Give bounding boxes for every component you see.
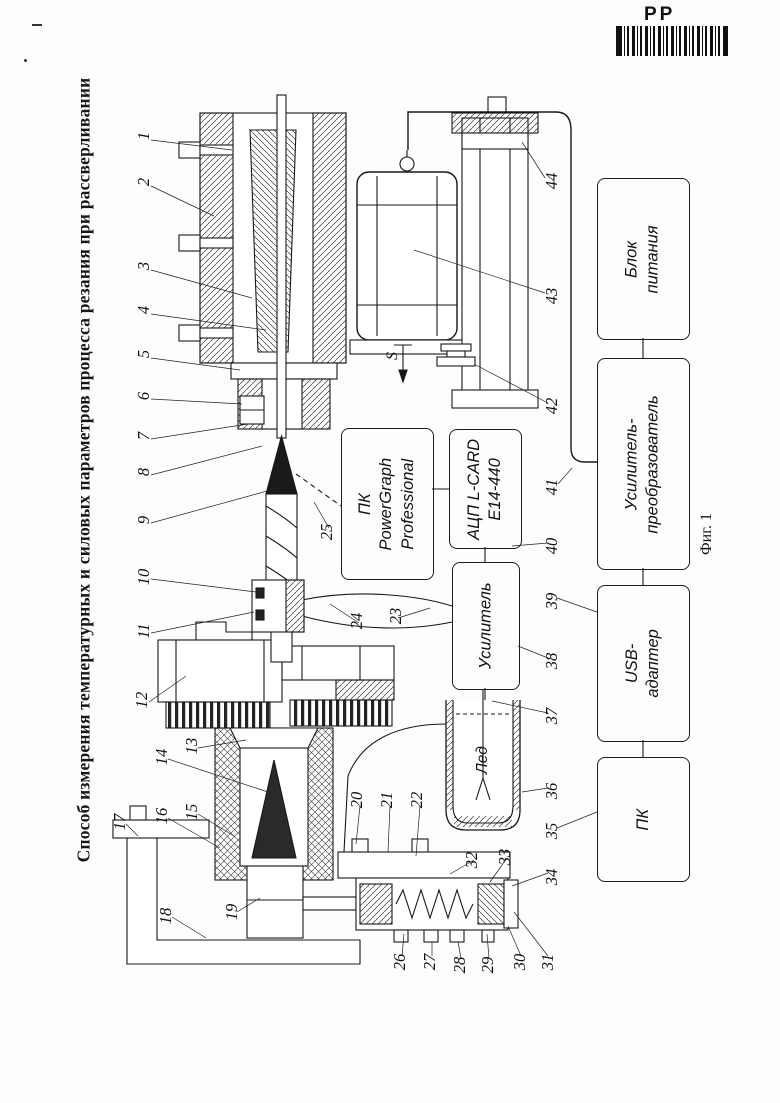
drive-unit	[349, 150, 465, 355]
box-line: Блок	[623, 240, 642, 278]
callout-14: 14	[152, 748, 171, 766]
callout-43: 43	[542, 287, 561, 305]
box-line: USB-	[623, 643, 642, 684]
box-pc: ПК	[597, 757, 690, 882]
callout-9: 9	[134, 515, 153, 525]
callout-21: 21	[377, 791, 396, 809]
publication-code: PP	[644, 4, 676, 25]
callout-44: 44	[542, 172, 561, 190]
callout-35: 35	[542, 822, 561, 840]
box-power-supply: Блок питания	[597, 178, 690, 340]
callout-2: 2	[134, 177, 153, 187]
box-adc: АЦП L-CARD Е14-440	[449, 429, 522, 549]
callout-33: 33	[495, 848, 514, 866]
callout-24: 24	[347, 612, 366, 630]
box-power-supply-label: Блок питания	[622, 225, 665, 293]
force-sensor-unit	[302, 877, 519, 943]
callout-11: 11	[134, 623, 153, 639]
callout-16: 16	[152, 807, 171, 825]
callout-10: 10	[134, 568, 153, 586]
box-usb-adapter-label: USB- адаптер	[622, 629, 665, 697]
callout-30: 30	[510, 953, 529, 971]
feed-label-s: S	[384, 352, 401, 360]
box-powergraph: ПК PowerGraph Professional	[341, 428, 434, 580]
callout-18: 18	[156, 907, 175, 925]
callout-15: 15	[182, 803, 201, 821]
callout-8: 8	[134, 467, 153, 477]
callout-17: 17	[110, 813, 129, 831]
callout-13: 13	[182, 737, 201, 755]
callout-38: 38	[542, 652, 561, 670]
stray-mark-dash	[32, 24, 42, 26]
callout-4: 4	[134, 305, 153, 315]
box-line: ПК	[633, 808, 652, 831]
callout-6: 6	[134, 391, 153, 401]
box-line: преобразователь	[644, 394, 663, 534]
callout-39: 39	[542, 592, 561, 610]
callout-29: 29	[478, 956, 497, 974]
sensor-sleeve	[251, 579, 305, 633]
box-line: Усилитель	[476, 582, 495, 670]
box-pc-label: ПК	[633, 809, 654, 831]
callout-36: 36	[542, 782, 561, 800]
box-line: Е14-440	[486, 457, 505, 521]
box-amp-converter-label: Усилитель- преобразователь	[622, 395, 665, 533]
callout-32: 32	[462, 851, 481, 869]
box-powergraph-label: ПК PowerGraph Professional	[355, 458, 419, 551]
callout-20: 20	[347, 791, 366, 809]
slide-plate	[337, 838, 511, 879]
callout-1: 1	[134, 131, 153, 141]
callout-19: 19	[222, 903, 241, 921]
workpiece-fixture	[178, 112, 347, 364]
box-usb-adapter: USB- адаптер	[597, 585, 690, 742]
callout-28: 28	[450, 956, 469, 974]
base-bracket	[112, 805, 361, 965]
box-amp-converter: Усилитель- преобразователь	[597, 358, 690, 570]
barcode	[616, 26, 728, 56]
box-line: PowerGraph	[377, 457, 396, 551]
box-amplifier-label: Усилитель	[475, 583, 496, 669]
callout-7: 7	[134, 431, 153, 441]
feed-arrow	[394, 344, 412, 384]
callout-41: 41	[542, 478, 561, 496]
callout-leaders	[125, 139, 598, 959]
tailstock	[214, 727, 334, 939]
callout-12: 12	[132, 691, 151, 709]
box-line: Professional	[399, 458, 418, 550]
box-line: АЦП L-CARD	[465, 438, 484, 540]
callout-34: 34	[542, 868, 561, 886]
support-plate	[436, 96, 539, 409]
stray-mark-dot	[24, 59, 27, 62]
ice-label: Лед	[474, 746, 491, 774]
callout-31: 31	[538, 953, 557, 971]
callout-26: 26	[390, 953, 409, 971]
callout-5: 5	[134, 349, 153, 359]
signal-wires	[295, 111, 644, 853]
lathe-chuck	[157, 621, 395, 729]
callout-27: 27	[420, 953, 439, 971]
ice-vessel	[445, 690, 521, 831]
box-adc-label: АЦП L-CARD Е14-440	[464, 439, 507, 540]
callout-42: 42	[542, 397, 561, 415]
callout-23: 23	[386, 607, 405, 625]
box-line: Усилитель-	[623, 418, 642, 510]
box-line: ПК	[356, 493, 375, 515]
callout-40: 40	[542, 537, 561, 555]
box-line: питания	[644, 224, 663, 294]
callout-22: 22	[407, 791, 426, 809]
box-amplifier: Усилитель	[452, 562, 520, 690]
box-line: адаптер	[644, 629, 663, 698]
callout-37: 37	[542, 707, 561, 725]
callout-3: 3	[134, 261, 153, 271]
drill-rod	[276, 94, 287, 439]
callout-25: 25	[317, 523, 336, 541]
